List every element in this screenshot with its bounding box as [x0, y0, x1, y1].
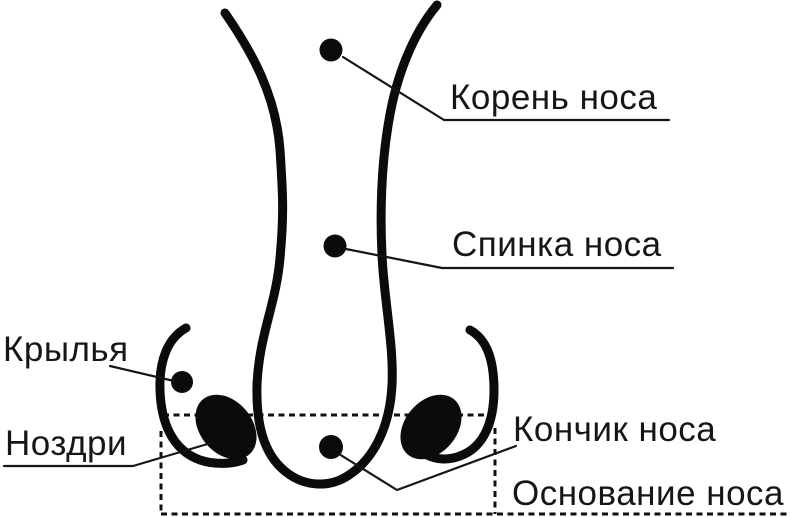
root-marker-dot [319, 38, 343, 62]
dorsum-label: Спинка носа [452, 225, 662, 264]
tip-leader-line [337, 444, 518, 492]
wings-leader-line [108, 364, 176, 383]
tip-marker-dot [319, 435, 343, 459]
wings-marker-dot [171, 371, 193, 393]
dorsum-marker-dot [323, 234, 347, 258]
nostrils-leader-line [2, 441, 213, 468]
nostrils-label: Ноздри [5, 424, 127, 463]
root-leader-line [341, 55, 671, 122]
right-nostril-shape [400, 394, 462, 460]
left-wing-path [155, 323, 248, 468]
dorsum-leader-line [344, 247, 675, 270]
wings-label: Крылья [3, 330, 129, 369]
root-label: Корень носа [450, 78, 657, 117]
tip-label: Кончик носа [513, 410, 716, 449]
base-label: Основание носа [512, 474, 784, 513]
right-wing-path [422, 325, 499, 464]
nose-outline-path [220, 0, 442, 489]
